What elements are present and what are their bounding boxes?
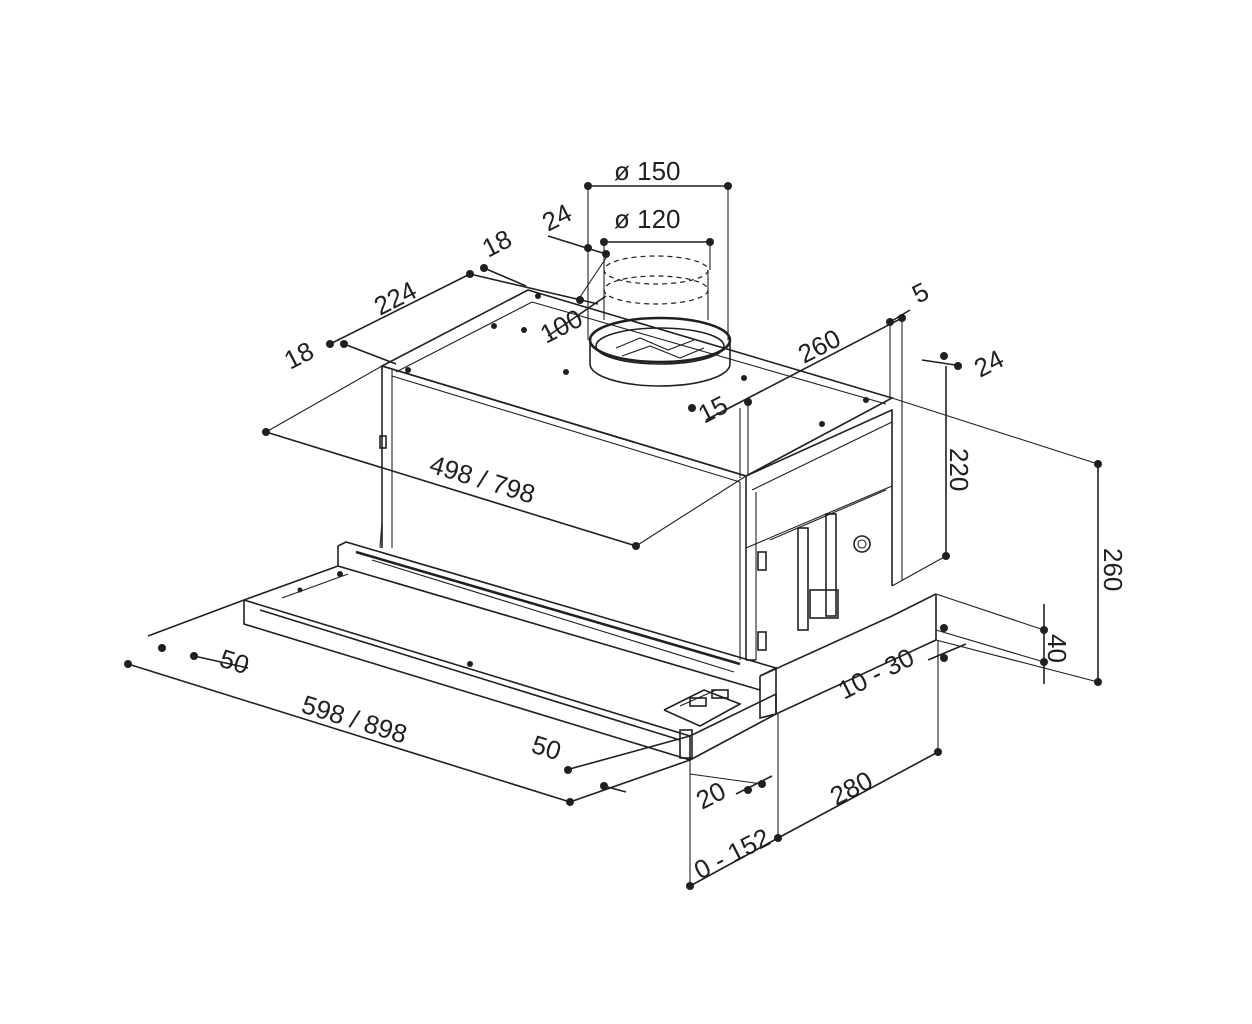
label-front-50-right: 50 <box>528 729 564 766</box>
label-panel-40: 40 <box>1042 634 1072 663</box>
cable-gland <box>853 535 871 553</box>
label-front-20: 20 <box>691 775 730 815</box>
label-extension: 0 - 152 <box>689 822 775 885</box>
label-body-width: 498 / 798 <box>426 449 538 509</box>
label-depth-280: 280 <box>825 765 877 811</box>
label-front-50-left: 50 <box>216 643 252 680</box>
label-height-260: 260 <box>1098 548 1128 591</box>
label-height-220: 220 <box>944 448 974 491</box>
label-edge-5: 5 <box>907 276 934 309</box>
label-left-18: 18 <box>279 335 318 375</box>
label-panel-10-30: 10 - 30 <box>833 642 919 705</box>
dimension-labels: ø 150 ø 120 24 100 18 224 18 498 / 798 2… <box>216 156 1128 885</box>
label-right-24: 24 <box>969 343 1008 383</box>
label-duct-outer: ø 150 <box>614 156 681 186</box>
label-overall-width: 598 / 898 <box>298 689 410 749</box>
label-top-18: 18 <box>477 223 516 263</box>
bracket-left <box>797 527 809 631</box>
label-duct-offset: 24 <box>537 197 576 237</box>
label-inset-15: 15 <box>693 389 732 429</box>
label-top-224: 224 <box>369 275 421 321</box>
label-duct-inner: ø 120 <box>614 204 681 234</box>
label-depth-260: 260 <box>793 323 845 369</box>
control-box <box>809 589 839 619</box>
bracket-right <box>825 513 837 617</box>
telescopic-tray <box>243 521 937 761</box>
duct-collar <box>588 255 732 387</box>
label-duct-height: 100 <box>535 303 587 349</box>
dimension-lines <box>124 182 1102 890</box>
